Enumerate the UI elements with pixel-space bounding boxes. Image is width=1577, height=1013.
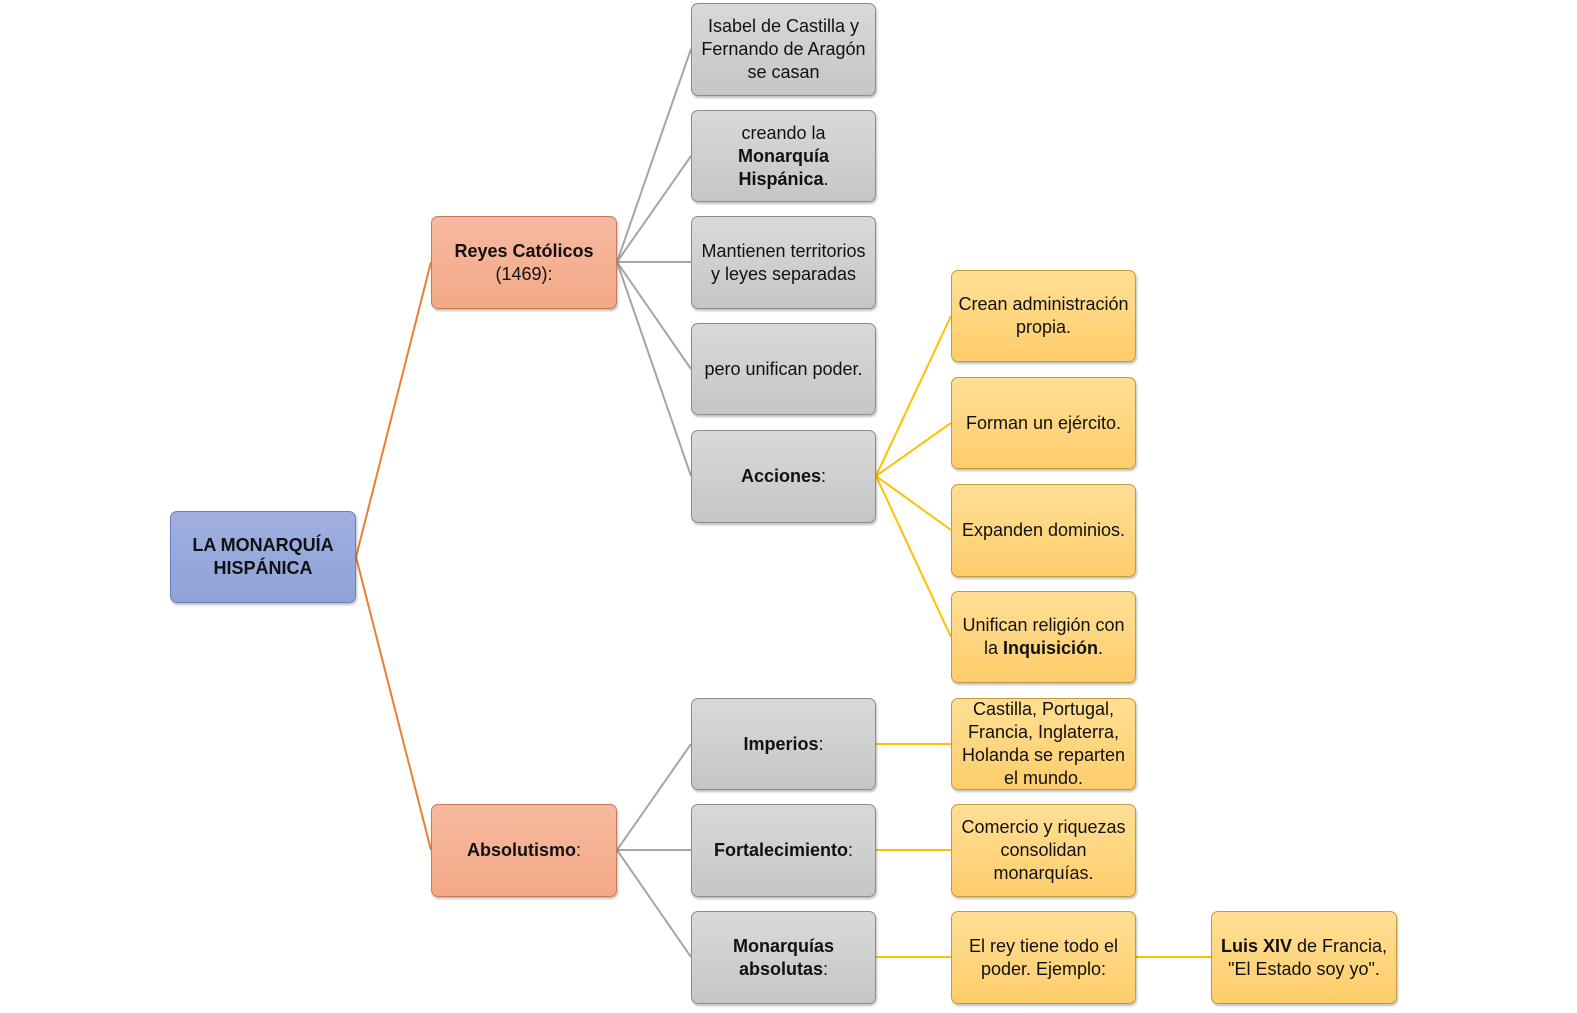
luis-xiv-title: Luis XIV xyxy=(1220,935,1292,956)
monarquias-absolutas-title: Monarquías absolutas xyxy=(732,935,834,979)
absolutismo-title: Absolutismo xyxy=(466,840,576,860)
connector-acciones-religion xyxy=(875,475,952,638)
monarquias-detail-node: El rey tiene todo el poder. Ejemplo: xyxy=(951,911,1136,1004)
imperios-node: Imperios: xyxy=(691,698,876,790)
fortalecimiento-title: Fortalecimiento xyxy=(713,840,848,860)
fortalecimiento-detail-node: Comercio y riquezas consolidan monarquía… xyxy=(951,804,1136,897)
connector-reyes-acciones xyxy=(616,261,692,477)
monarquias-detail-text: El rey tiene todo el poder. Ejemplo: xyxy=(968,935,1119,979)
connector-reyes-unifican xyxy=(616,261,692,370)
reyes-year: (1469): xyxy=(495,263,553,284)
monarquias-absolutas-node: Monarquías absolutas: xyxy=(691,911,876,1004)
fortalecimiento-node: Fortalecimiento: xyxy=(691,804,876,897)
inquisicion-text: Inquisición xyxy=(1003,638,1099,658)
unifican-poder-node: pero unifican poder. xyxy=(691,323,876,415)
imperios-title: Imperios xyxy=(743,733,819,754)
isabel-fernando-text: Isabel de Castilla y Fernando de Aragón … xyxy=(701,16,866,82)
connector-abs-monarquias xyxy=(616,849,692,958)
forman-ejercito-text: Forman un ejército. xyxy=(965,412,1122,433)
root-node: LA MONARQUÍA HISPÁNICA xyxy=(170,511,356,603)
unifican-religion-node: Unifican religión con la Inquisición. xyxy=(951,591,1136,683)
connector-acciones-crean xyxy=(875,315,952,477)
connector-root-absolutismo xyxy=(355,556,432,851)
unifican-poder-text: pero unifican poder. xyxy=(704,358,863,379)
mantienen-text: Mantienen territorios y leyes separadas xyxy=(701,240,866,284)
reyes-catolicos-node: Reyes Católicos(1469): xyxy=(431,216,617,309)
imperios-detail-text: Castilla, Portugal, Francia, Inglaterra,… xyxy=(961,699,1126,788)
imperios-detail-node: Castilla, Portugal, Francia, Inglaterra,… xyxy=(951,698,1136,790)
acciones-title: Acciones xyxy=(740,466,822,486)
mantienen-node: Mantienen territorios y leyes separadas xyxy=(691,216,876,309)
connector-root-reyes xyxy=(355,261,432,558)
reyes-title: Reyes Católicos xyxy=(454,240,594,261)
absolutismo-node: Absolutismo: xyxy=(431,804,617,897)
connector-abs-imperios xyxy=(616,743,692,851)
expanden-dominios-node: Expanden dominios. xyxy=(951,484,1136,577)
connector-acciones-forman xyxy=(875,422,952,477)
connector-reyes-creando xyxy=(616,155,692,263)
crean-administracion-text: Crean administración propia. xyxy=(958,294,1129,337)
acciones-node: Acciones: xyxy=(691,430,876,523)
luis-xiv-node: Luis XIV de Francia, "El Estado soy yo". xyxy=(1211,911,1397,1004)
root-title: LA MONARQUÍA HISPÁNICA xyxy=(192,535,334,578)
isabel-fernando-node: Isabel de Castilla y Fernando de Aragón … xyxy=(691,3,876,96)
crean-administracion-node: Crean administración propia. xyxy=(951,270,1136,362)
connector-acciones-expanden xyxy=(875,475,952,531)
fortalecimiento-detail-text: Comercio y riquezas consolidan monarquía… xyxy=(961,817,1126,883)
forman-ejercito-node: Forman un ejército. xyxy=(951,377,1136,469)
luis-xiv-quote: de Francia, "El Estado soy yo". xyxy=(1228,935,1388,979)
expanden-dominios-text: Expanden dominios. xyxy=(961,520,1126,540)
monarquia-hispanica-text: Monarquía Hispánica xyxy=(737,145,829,189)
connector-reyes-isabel xyxy=(616,48,692,263)
